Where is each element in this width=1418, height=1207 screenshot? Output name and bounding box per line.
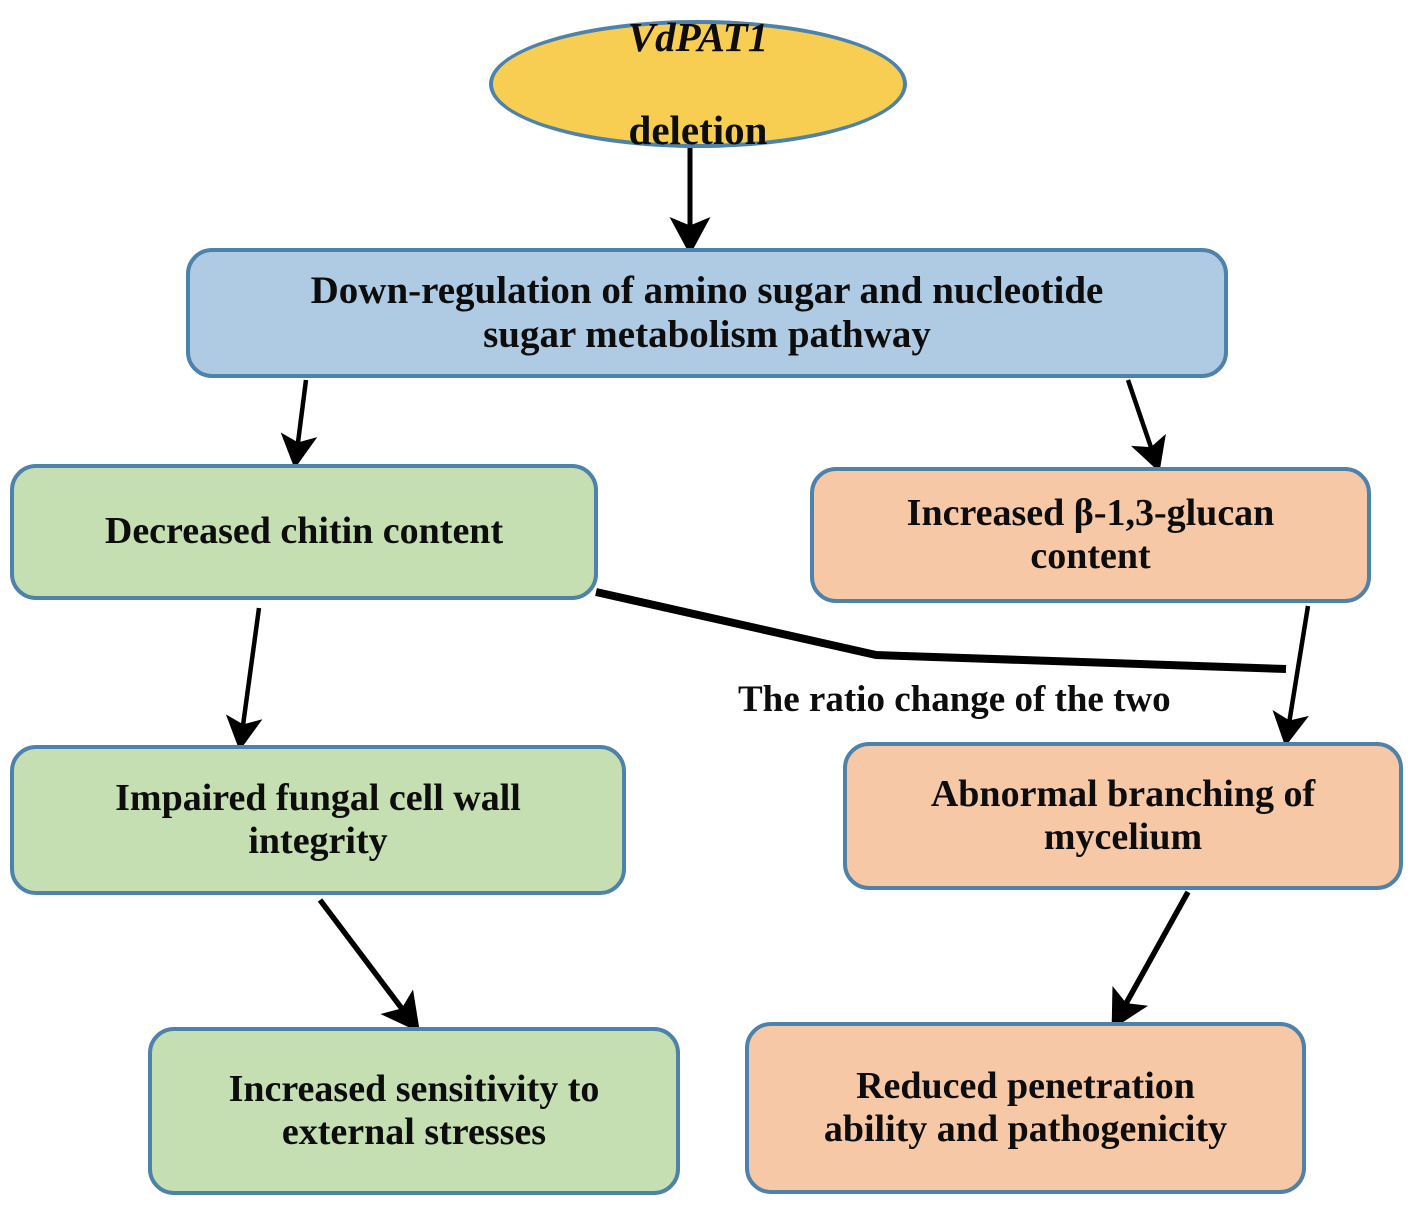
edge-label-ratio-change: The ratio change of the two xyxy=(738,679,1171,720)
node-decreased-chitin-content-label: Decreased chitin content xyxy=(104,510,504,553)
node-vdpat1-deletion-text: VdPAT1 deletion xyxy=(620,0,776,201)
node-increased-sensitivity-stresses[interactable]: Increased sensitivity to external stress… xyxy=(148,1027,680,1195)
connector-ratio-change xyxy=(595,588,1287,673)
node-pathway-downregulation-label: Down-regulation of amino sugar and nucle… xyxy=(310,268,1104,356)
node-vdpat1-deletion-gene: VdPAT1 xyxy=(627,13,769,60)
node-increased-sensitivity-stresses-label: Increased sensitivity to external stress… xyxy=(228,1067,600,1153)
node-reduced-penetration-pathogenicity[interactable]: Reduced penetration ability and pathogen… xyxy=(745,1022,1306,1194)
node-abnormal-branching-mycelium[interactable]: Abnormal branching of mycelium xyxy=(843,742,1403,890)
node-impaired-cell-wall-integrity-label: Impaired fungal cell wall integrity xyxy=(115,776,521,862)
arrow-chitin-to-integrity xyxy=(225,607,263,751)
node-increased-glucan-content[interactable]: Increased β-1,3-glucan content xyxy=(810,467,1371,603)
node-impaired-cell-wall-integrity[interactable]: Impaired fungal cell wall integrity xyxy=(10,745,626,895)
node-abnormal-branching-mycelium-label: Abnormal branching of mycelium xyxy=(930,772,1316,858)
node-pathway-downregulation[interactable]: Down-regulation of amino sugar and nucle… xyxy=(186,248,1228,378)
node-vdpat1-deletion-action: deletion xyxy=(628,107,768,154)
node-vdpat1-deletion[interactable]: VdPAT1 deletion xyxy=(489,14,907,153)
arrow-pathway-to-chitin xyxy=(280,379,318,469)
node-decreased-chitin-content[interactable]: Decreased chitin content xyxy=(10,464,598,600)
arrow-integrity-to-stress xyxy=(317,898,420,1033)
arrow-glucan-to-branching xyxy=(1272,605,1311,747)
node-reduced-penetration-pathogenicity-label: Reduced penetration ability and pathogen… xyxy=(823,1064,1228,1150)
arrow-pathway-to-glucan xyxy=(1125,379,1166,473)
node-increased-glucan-content-label: Increased β-1,3-glucan content xyxy=(906,491,1275,577)
arrow-branching-to-penetration xyxy=(1111,890,1191,1030)
